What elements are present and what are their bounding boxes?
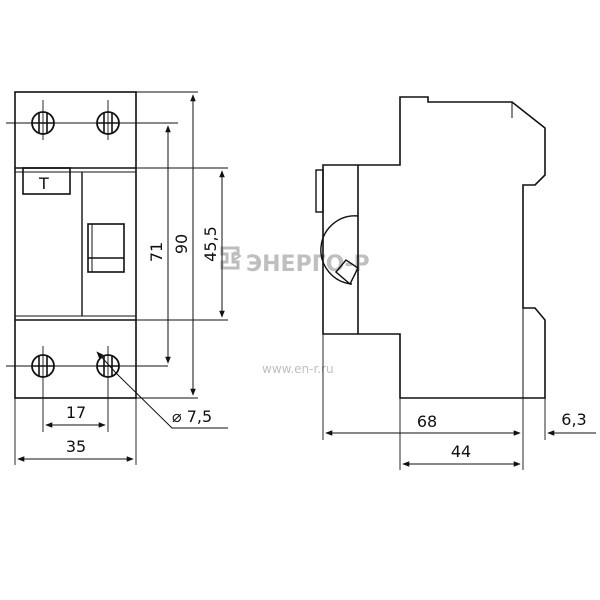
side-extension-lines [322,334,546,470]
dim-label-depth-total: 68 [417,412,437,431]
test-button [22,167,71,195]
dim-label-height-total: 90 [172,234,191,254]
toggle-lever [87,223,125,273]
side-body-outline [322,96,546,399]
front-body-outline [14,91,137,399]
watermark-url: www.en-r.ru [262,362,334,376]
dim-leader-diameter [96,351,228,429]
dim-label-terminal-spacing: 17 [66,403,86,422]
dim-label-height-middle: 45,5 [201,226,220,262]
test-button-label: T [38,174,49,193]
side-knob [315,169,324,213]
dim-label-height-inner: 71 [147,242,166,262]
screw-center-lines [6,100,178,432]
front-view [14,91,137,399]
dim-label-depth-base: 44 [451,442,471,461]
watermark-brand: ЭНЕРГО-Р [246,252,370,277]
dim-label-hole-diameter: ⌀ 7,5 [172,407,212,426]
dim-label-rail-offset: 6,3 [561,410,586,429]
watermark: ЭНЕРГО-Р www.en-r.ru [220,246,370,376]
side-lever-arc [320,215,359,285]
dim-label-width-total: 35 [66,437,86,456]
brand-logo-icon [220,246,242,270]
side-view [315,96,546,399]
front-extension-lines [14,91,228,465]
side-lever-tip [335,259,359,286]
